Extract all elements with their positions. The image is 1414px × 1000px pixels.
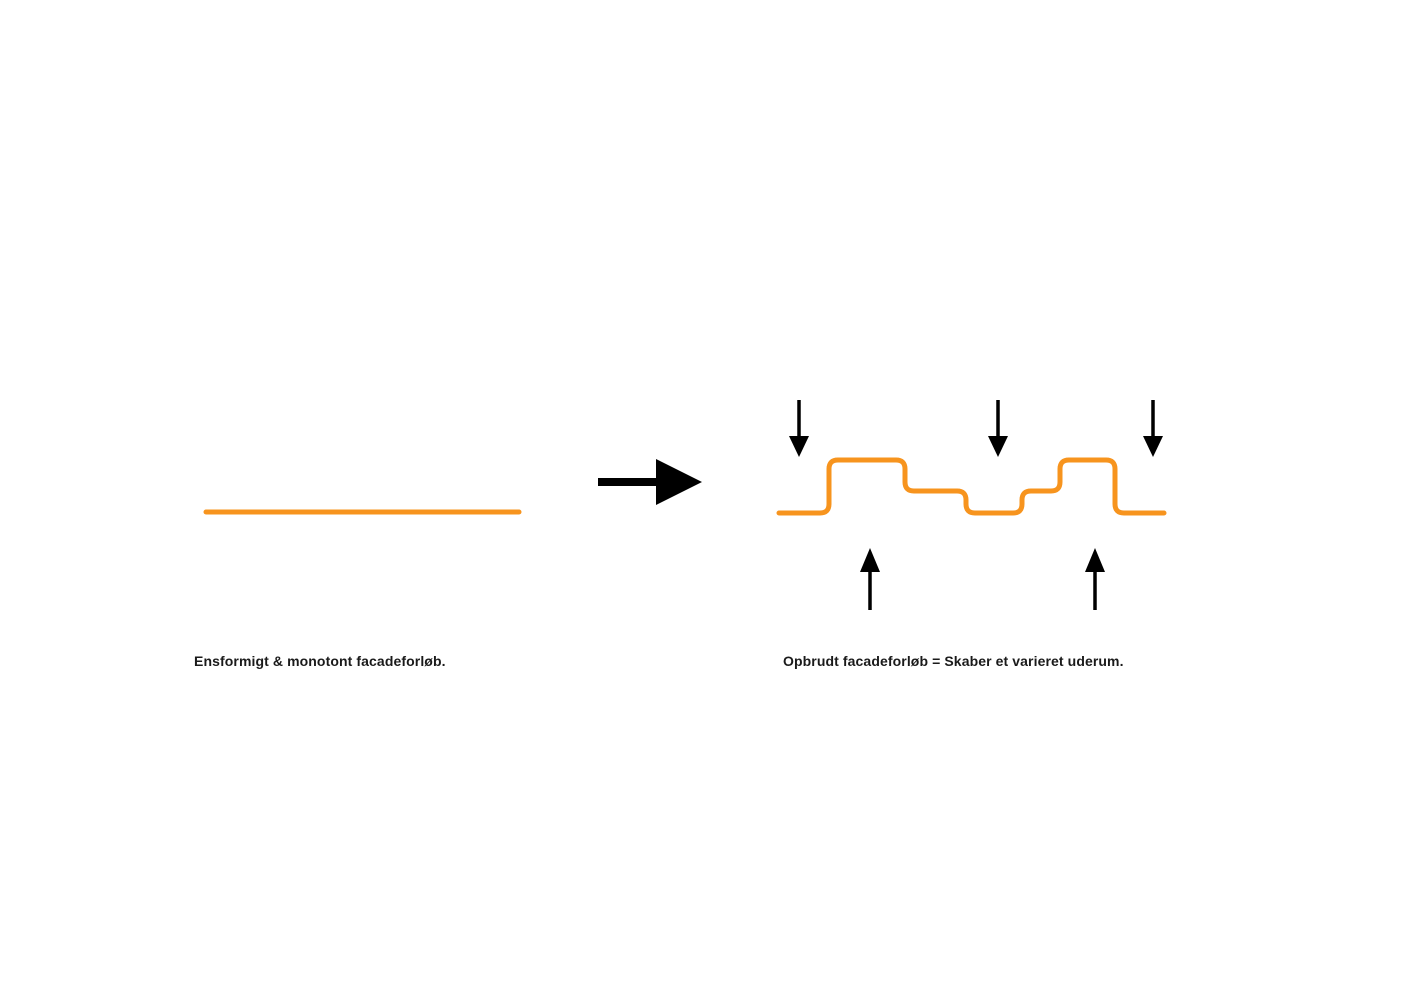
arrow-up-head bbox=[1085, 548, 1105, 572]
arrow-up-head bbox=[860, 548, 880, 572]
arrow-down-icon bbox=[988, 400, 1008, 457]
caption-before: Ensformigt & monotont facadeforløb. bbox=[194, 653, 446, 669]
arrow-up-icon bbox=[1085, 548, 1105, 610]
varied-facade-line bbox=[776, 457, 1167, 516]
arrow-down-head bbox=[1143, 436, 1163, 457]
arrow-right-icon bbox=[598, 459, 702, 505]
arrow-down-icon bbox=[789, 400, 809, 457]
arrow-down-icon bbox=[1143, 400, 1163, 457]
arrow-down-head bbox=[789, 436, 809, 457]
arrow-right-head bbox=[656, 459, 702, 505]
arrow-up-icon bbox=[860, 548, 880, 610]
arrow-down-head bbox=[988, 436, 1008, 457]
caption-after: Opbrudt facadeforløb = Skaber et variere… bbox=[783, 653, 1124, 669]
